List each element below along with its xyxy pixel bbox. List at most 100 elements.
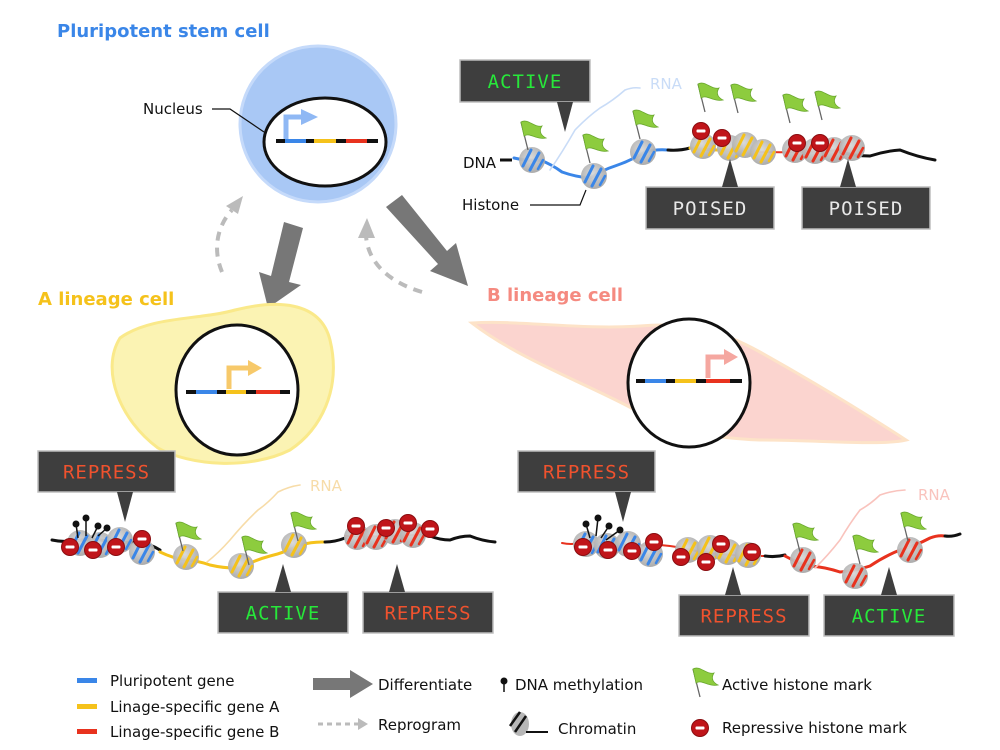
dna-wrap — [283, 533, 295, 553]
dna-wrap — [536, 158, 545, 171]
flag-cloth — [782, 93, 810, 112]
dna-wrap — [899, 538, 911, 558]
label-tail — [722, 159, 738, 187]
legend-label: Linage-specific gene A — [110, 698, 280, 716]
dna-wrap — [590, 167, 603, 188]
repress-bar — [381, 526, 391, 530]
histone — [519, 147, 545, 173]
histone — [630, 139, 656, 165]
active-histone-mark-icon — [782, 93, 810, 124]
b-promoter-arrowhead — [724, 349, 738, 365]
dna-wrap — [848, 139, 861, 160]
repress-bar — [351, 524, 361, 528]
active-histone-mark-icon — [692, 667, 720, 698]
methyl-head — [72, 520, 80, 528]
dna-wrap — [807, 558, 816, 571]
b-active-label: ACTIVE — [823, 567, 955, 637]
repressive-histone-mark-icon — [788, 134, 806, 152]
stem-active-label: ACTIVE — [459, 59, 591, 132]
flag-cloth — [730, 83, 758, 102]
flag-cloth — [900, 511, 928, 530]
a-active-label: ACTIVE — [217, 564, 349, 634]
b-lineage-chromatin: RNA — [561, 486, 962, 589]
dna-wrap — [823, 138, 835, 158]
legend-label: Pluripotent gene — [110, 672, 235, 690]
repress-bar — [603, 548, 613, 552]
legend-reprogram: Reprogram — [318, 716, 461, 734]
active-histone-mark-icon — [582, 133, 610, 164]
dna-wrap — [639, 143, 652, 164]
linker-dna — [428, 534, 497, 544]
methyl-head — [594, 514, 602, 522]
dna-methylation-icon — [72, 520, 80, 539]
linker-dna — [943, 532, 962, 538]
repress-bar — [425, 527, 435, 531]
label-box — [517, 450, 656, 493]
active-histone-mark-icon — [241, 535, 269, 566]
dna-wrap — [583, 164, 595, 184]
rna-strand — [549, 86, 641, 171]
a-lineage-title: A lineage cell — [38, 289, 174, 310]
repress-bar — [696, 129, 706, 133]
dna-wrap — [741, 136, 754, 157]
label-text: ACTIVE — [852, 606, 927, 628]
nucleus-label: Nucleus — [143, 100, 203, 118]
repress-bar — [815, 141, 825, 145]
legend-repressive-mark: Repressive histone mark — [691, 719, 907, 737]
legend-active-mark: Active histone mark — [692, 667, 872, 698]
repressive-histone-mark-icon — [645, 533, 663, 551]
differentiate-arrow-a — [259, 222, 303, 308]
reprogram-arrowhead-icon — [358, 718, 368, 730]
repress-bar — [701, 560, 711, 564]
flag-cloth — [632, 109, 660, 128]
dna-wrap — [734, 133, 746, 153]
repressive-histone-mark-icon — [133, 530, 151, 548]
rna-label: RNA — [310, 477, 343, 495]
dna-wrap — [175, 545, 187, 565]
dna-wrap — [245, 564, 254, 577]
label-tail — [725, 567, 741, 595]
repressive-histone-mark-icon — [697, 553, 715, 571]
repressive-histone-mark-icon — [691, 719, 709, 737]
stem-cell: Nucleus — [143, 44, 398, 204]
dna-wrap — [365, 525, 377, 545]
methyl-head — [82, 514, 90, 522]
histone — [581, 163, 607, 189]
dna-wrap — [699, 137, 712, 158]
a-repress-label-1: REPRESS — [37, 450, 176, 522]
flag-cloth — [290, 511, 318, 530]
flag-cloth — [852, 534, 880, 553]
dna-wrap — [699, 536, 711, 556]
histone — [790, 547, 816, 573]
label-tail — [389, 564, 405, 592]
histone — [228, 553, 254, 579]
repressive-histone-mark-icon — [377, 519, 395, 537]
repressive-mark-icon — [691, 719, 709, 737]
label-box — [217, 591, 349, 634]
legend-gene-pluripotent: Pluripotent gene — [77, 672, 235, 690]
gene-a-swatch — [77, 704, 97, 709]
flag-cloth — [241, 535, 269, 554]
pluripotent-swatch — [77, 678, 97, 683]
dna-wrap — [707, 144, 716, 157]
legend-label: Linage-specific gene B — [110, 723, 279, 741]
repress-bar — [676, 555, 686, 559]
b-promoter-arrow — [705, 354, 726, 378]
dna-wrap — [146, 550, 155, 563]
dna-wrap — [528, 151, 541, 172]
dna-wrap — [752, 140, 764, 160]
dna-methylation-icon — [97, 524, 111, 537]
repressive-histone-mark-icon — [623, 542, 641, 560]
dna-wrap — [190, 555, 199, 568]
dna-wrap — [844, 564, 856, 584]
gene-b-swatch — [77, 729, 97, 734]
repress-bar — [747, 550, 757, 554]
active-histone-mark-icon — [290, 511, 318, 542]
repress-bar — [792, 141, 802, 145]
dna-wrap — [856, 146, 865, 159]
a-lineage-cell — [110, 302, 335, 465]
label-tail — [615, 492, 631, 522]
methyl-head — [605, 522, 613, 530]
legend-label: Reprogram — [378, 716, 461, 734]
